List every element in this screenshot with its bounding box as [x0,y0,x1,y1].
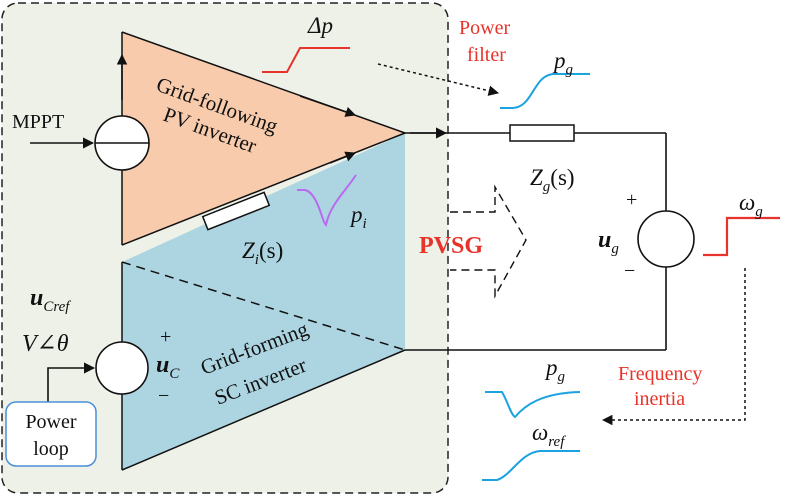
gfm-dashed-diagonal [121,261,406,351]
power-filter-label-2: filter [467,44,506,66]
omega-g-label: ωg [739,190,763,220]
gfl-top-arrow [299,95,356,117]
pi-label: pi [349,202,367,232]
omega-g-waveform [703,216,780,257]
ucref-label: uCref [30,285,71,315]
grid-forming-region [122,133,405,470]
delta-p-waveform [262,47,350,73]
pi-waveform [297,174,357,227]
ug-minus: − [624,260,635,282]
pg-bottom-waveform [485,391,581,419]
zi-impedance [201,191,271,231]
gfl-bottom-arrow [329,151,356,164]
uc-minus: − [158,385,169,407]
power-loop-label-1: Power [25,411,76,433]
grid-voltage-source [637,210,695,268]
gfl-top-edge [121,31,406,134]
freq-inertia-label-2: inertia [634,388,685,410]
pg-top-waveform [500,73,590,109]
zg-label: Zg(s) [530,165,575,195]
v-angle-label: V∠θ [22,331,69,357]
uc-plus: + [160,326,171,348]
power-filter-arrow [377,63,500,96]
ug-plus: + [626,189,637,211]
uc-label: uC [156,352,180,382]
pg-bottom-label: pg [544,355,566,385]
ug-label: ug [598,227,619,257]
pvsg-label: PVSG [419,233,483,259]
power-loop-label-2: loop [33,438,69,460]
uc-voltage-source [95,341,149,395]
power-loop-box [5,401,97,467]
mppt-label: MPPT [12,111,64,133]
pvsg-block-arrow [450,184,527,299]
grid-following-region [122,32,405,245]
frequency-inertia-arrow [601,268,746,426]
power-loop-signal [47,362,96,402]
delta-p-label: Δp [307,13,333,38]
pg-top-label: pg [552,48,574,78]
gfm-bottom-edge [121,349,406,471]
power-filter-label: Power [459,17,510,39]
zi-label: Zi(s) [242,238,283,268]
zg-impedance [509,124,575,142]
omega-ref-label: ωref [532,420,566,450]
gfl-bottom-edge [121,132,406,246]
freq-inertia-label-1: Frequency [618,363,702,385]
omega-ref-waveform [482,450,580,481]
